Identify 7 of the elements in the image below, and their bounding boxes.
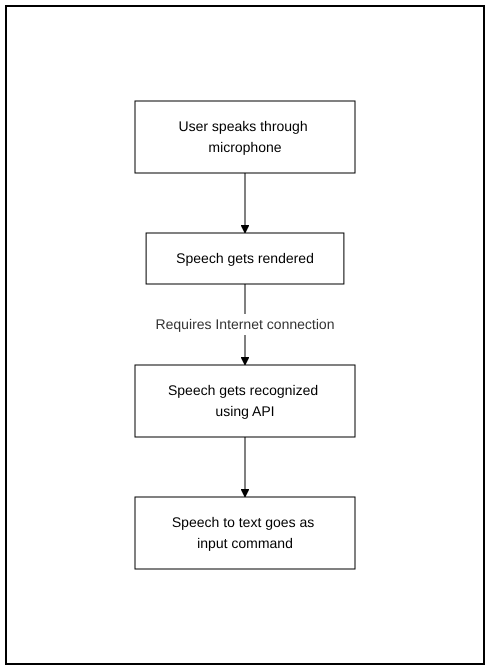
node-box: Speech to text goes as input command (134, 496, 356, 570)
node-box: User speaks through microphone (134, 100, 356, 174)
node-box: Speech gets rendered (146, 232, 344, 284)
arrow (240, 436, 250, 498)
arrow (240, 172, 250, 234)
edge-label: Requires Internet connection (156, 316, 334, 332)
node-box: Speech gets recognized using API (134, 364, 356, 438)
